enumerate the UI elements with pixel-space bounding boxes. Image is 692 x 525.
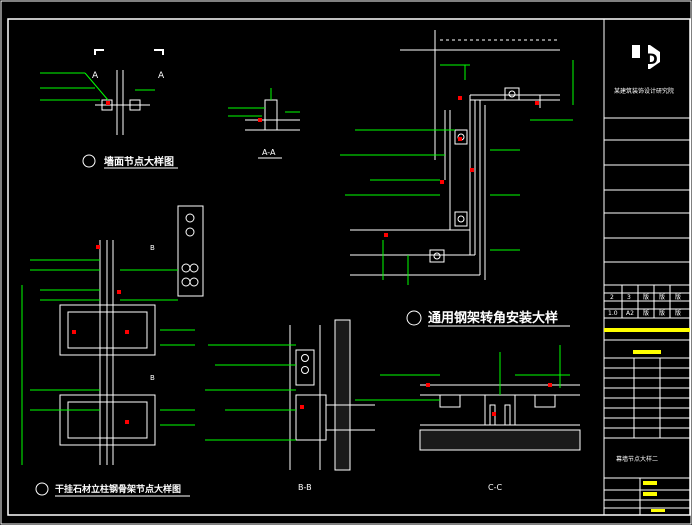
section-marker-a-right: A xyxy=(158,71,165,81)
detail-bubble xyxy=(35,482,49,496)
company-logo-icon: D xyxy=(632,45,660,69)
svg-text:D: D xyxy=(646,52,658,68)
yellow-bar xyxy=(604,328,690,332)
table-cell: 版 xyxy=(659,309,665,317)
table-row-1: 2 3 版 版 版 xyxy=(610,293,681,301)
table-cell: A2 xyxy=(626,310,634,317)
table-cell: 版 xyxy=(643,309,649,317)
company-name: 某建筑装饰设计研究院 xyxy=(614,87,674,95)
curtain-node-detail: A A 墙面节点大样图 xyxy=(40,49,178,169)
section-marker-b: B xyxy=(150,244,155,252)
table-cell: 2 xyxy=(610,294,614,301)
table-row-2: 1.0 A2 版 版 版 xyxy=(608,309,681,317)
title-block: D 某建筑装饰设计研究院 幕墙节点大样二 2 3 版 版 版 1.0 A2 版 … xyxy=(603,19,690,515)
section-marker-b-lower: B xyxy=(150,374,155,382)
section-cc-label: C-C xyxy=(488,483,502,492)
curtain-node-title: 墙面节点大样图 xyxy=(104,155,174,168)
table-cell: 版 xyxy=(675,293,681,301)
drawing-name: 幕墙节点大样二 xyxy=(616,455,658,463)
section-aa-label: A-A xyxy=(262,148,276,157)
inner-frame xyxy=(7,18,691,516)
column-node-detail: B B 干挂石材立柱钢骨架节点大样图 xyxy=(21,205,204,497)
table-cell: 版 xyxy=(675,309,681,317)
section-marker-a: A xyxy=(92,71,99,81)
table-cell: 1.0 xyxy=(608,310,618,317)
table-cell: 版 xyxy=(659,293,665,301)
steel-frame-corner-detail: 通用钢架转角安装大样 xyxy=(340,30,574,327)
detail-bubble xyxy=(82,154,96,168)
column-node-title: 干挂石材立柱钢骨架节点大样图 xyxy=(55,483,181,495)
section-aa: A-A xyxy=(228,88,300,159)
section-bb-label: B-B xyxy=(298,483,312,492)
table-cell: 版 xyxy=(643,293,649,301)
detail-bubble xyxy=(406,310,422,326)
section-bb: B-B xyxy=(205,319,385,492)
table-cell: 3 xyxy=(627,294,631,301)
section-cc: C-C xyxy=(380,345,581,492)
steel-frame-title: 通用钢架转角安装大样 xyxy=(428,310,558,326)
